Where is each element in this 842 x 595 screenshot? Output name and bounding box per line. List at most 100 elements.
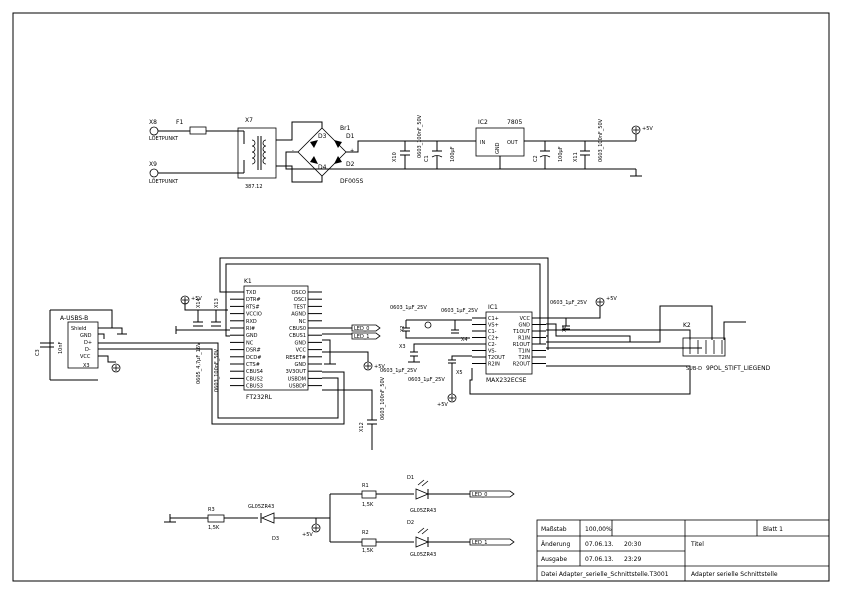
power-supply-section: X8 LÖETPUNKT X9 LÖETPUNKT F1 X7 387.12 <box>149 114 653 190</box>
pin-label: C1+ <box>488 316 499 322</box>
led-d1 <box>415 479 430 500</box>
x8-label: X8 <box>149 119 157 126</box>
r2-label: R2 <box>362 530 369 536</box>
blatt: Blatt 1 <box>763 526 783 533</box>
pin-label: T2OUT <box>487 355 506 361</box>
pin-label: GND <box>295 362 307 368</box>
svg-text:+5V: +5V <box>437 402 448 408</box>
d4-label: D4 <box>318 164 327 171</box>
svg-text:D+: D+ <box>84 340 92 346</box>
k2-label: K2 <box>683 322 691 329</box>
led0-tag: LED_0 <box>472 492 487 498</box>
pin-label: CTS# <box>246 362 260 368</box>
max232-part: MAX232ECSE <box>486 377 527 384</box>
br1-label: Br1 <box>340 125 351 132</box>
svg-text:OUT: OUT <box>507 140 519 146</box>
d3-label: D3 <box>272 536 279 542</box>
k1-label: K1 <box>244 278 252 285</box>
reg-part: 7805 <box>507 119 522 126</box>
svg-text:+5V: +5V <box>191 296 202 302</box>
led-vcc-5v <box>311 523 321 533</box>
pin-label: T1IN <box>518 349 531 355</box>
usb-title: A-USBS-B <box>60 315 88 322</box>
max232-ic1 <box>485 311 533 375</box>
r2-value: 1,5K <box>362 548 374 554</box>
pin-label: R2OUT <box>513 362 531 368</box>
r1-label: R1 <box>362 483 369 489</box>
pin-label: C2+ <box>488 336 499 342</box>
c13-value: 0603_100nF_50V <box>214 348 220 392</box>
x11-label: X11 <box>573 152 579 162</box>
pin-label: C1- <box>488 329 497 335</box>
x7-label: X7 <box>245 117 253 124</box>
svg-text:-: - <box>292 148 294 154</box>
c-top3: 0603_1µF_25V <box>550 300 587 306</box>
pin-label: VCC <box>520 316 531 322</box>
subd-part: 9POL_STIFT_LIEGEND <box>706 365 771 372</box>
max232-section: IC1 MAX232ECSE C1+VS+C1-C2+C2-VS-T2OUTR2… <box>380 296 713 408</box>
solder-point-x8 <box>149 126 159 136</box>
pin-label: T1OUT <box>512 329 531 335</box>
pin-label: TXD <box>245 290 256 296</box>
resistor-r3 <box>207 514 225 523</box>
vcc-5v-symbol <box>631 125 641 135</box>
ic2-label: IC2 <box>478 119 488 126</box>
x2-label: X2 <box>400 325 406 332</box>
led0-net: LED_0 <box>354 326 369 332</box>
x9-part: LÖETPUNKT <box>149 178 179 185</box>
c12-value: 0603_100nF_50V <box>380 376 386 420</box>
x10-label: X10 <box>392 152 398 162</box>
svg-text:IN: IN <box>480 140 485 146</box>
title-block: Maßstab 100,00% Blatt 1 Änderung 07.06.1… <box>536 519 830 582</box>
drawing-title: Adapter serielle Schnittstelle <box>691 571 778 578</box>
ausgabe-date: 07.06.13. <box>585 556 614 563</box>
x3-label: X3 <box>399 344 406 350</box>
pin-label: GND <box>519 323 531 329</box>
x13-label: X13 <box>214 298 220 308</box>
pin-label: OSCO <box>291 290 306 296</box>
c-bot2: 0603_1µF_25V <box>408 377 445 383</box>
bridge-rectifier-br1 <box>297 127 347 177</box>
r1-value: 1,5K <box>362 502 374 508</box>
c-100u-b: 100µF <box>558 146 564 162</box>
d2-label: D2 <box>346 161 355 168</box>
x8-part: LÖETPUNKT <box>149 135 179 142</box>
max-vcc-5v-2 <box>595 297 605 307</box>
svg-text:GND: GND <box>80 333 92 339</box>
pin-label: C2- <box>488 342 497 348</box>
pin-label: RI# <box>246 326 255 332</box>
pin-label: DCD# <box>246 355 261 361</box>
pin-label: RTS# <box>246 304 260 310</box>
pin-label: CBUS2 <box>246 376 263 382</box>
pin-label: VS+ <box>488 323 499 329</box>
ausgabe-label: Ausgabe <box>541 556 567 563</box>
d2-part: GL05ZR43 <box>410 552 436 558</box>
usb-connector-x3 <box>67 321 99 369</box>
usb-vcc-5v <box>111 363 121 373</box>
ft-vcc-5v-2 <box>363 361 373 371</box>
ft232-right-pins: OSCOOSCITESTAGNDNCCBUS0CBUS1GNDVCCRESET#… <box>286 290 322 390</box>
ic1-label: IC1 <box>488 304 498 311</box>
c3-value: 10nF <box>58 341 64 354</box>
ausgabe-time: 23:29 <box>624 556 641 563</box>
datei: Datei Adapter_serielle_Schnittstelle.T30… <box>541 571 669 578</box>
pin-label: AGND <box>291 312 306 318</box>
subd-connector-k2 <box>682 337 726 357</box>
pin-label: CBUS0 <box>289 326 306 332</box>
c1-label: C1 <box>424 155 430 162</box>
svg-text:VCC: VCC <box>80 354 91 360</box>
led-p5v: +5V <box>302 532 313 538</box>
pin-label: 3V3OUT <box>286 369 307 375</box>
svg-text:D-: D- <box>85 347 91 353</box>
c-top1: 0603_1µF_25V <box>390 305 427 311</box>
r3-value: 1,5K <box>208 525 220 531</box>
ft232-part: FT232RL <box>246 394 273 401</box>
pin-label: TEST <box>293 304 307 310</box>
diode-d3 <box>260 512 275 524</box>
pin-label: OSCI <box>294 297 306 303</box>
pin-label: GND <box>295 340 307 346</box>
pin-label: R1OUT <box>513 342 531 348</box>
svg-text:+5V: +5V <box>606 296 617 302</box>
pin-label: CBUS1 <box>289 333 306 339</box>
